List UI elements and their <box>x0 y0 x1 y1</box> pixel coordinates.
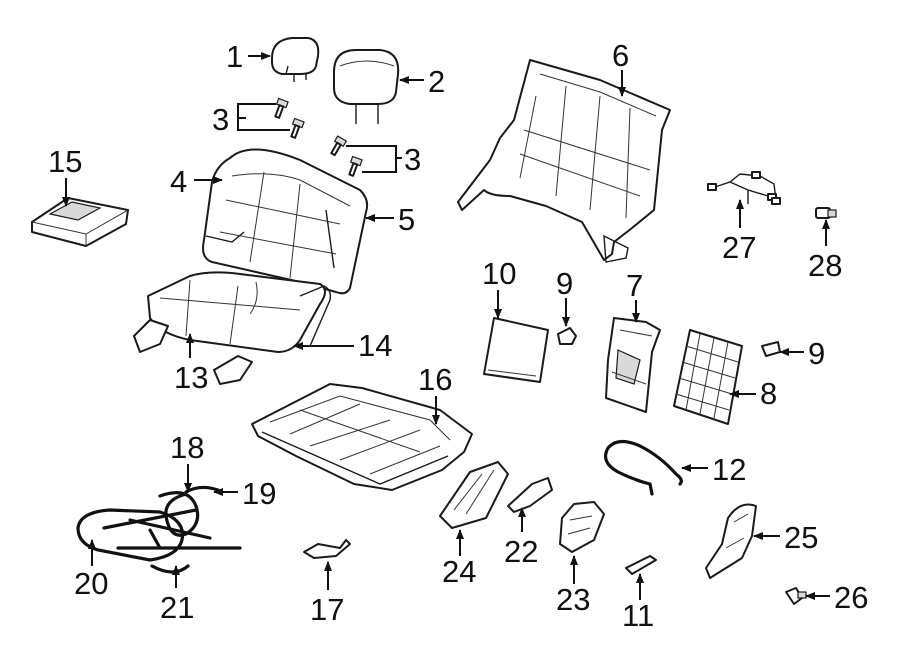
wiring-harness-part[interactable] <box>707 171 781 205</box>
callout-7: 7 <box>626 268 643 303</box>
callout-3-left: 3 <box>212 102 229 137</box>
callout-14: 14 <box>358 328 392 363</box>
bolt-fasteners-part[interactable] <box>273 97 363 177</box>
callout-4: 4 <box>170 164 187 199</box>
callout-1: 1 <box>226 39 243 74</box>
callout-2: 2 <box>428 64 445 99</box>
callout-19: 19 <box>242 476 276 511</box>
side-bolster-part[interactable] <box>605 317 661 413</box>
callout-15: 15 <box>48 144 82 179</box>
clip-bracket-part[interactable] <box>625 555 657 575</box>
callout-5: 5 <box>398 202 415 237</box>
grid-panel-part[interactable] <box>673 329 743 425</box>
seat-cushion-part[interactable] <box>147 271 332 353</box>
callout-9-upper: 9 <box>556 266 573 301</box>
callout-27: 27 <box>722 230 756 265</box>
callout-26: 26 <box>834 580 868 615</box>
hinge-cover-part[interactable] <box>439 461 509 529</box>
callout-24: 24 <box>442 554 476 589</box>
callout-21: 21 <box>160 590 194 625</box>
headrest-small-part[interactable] <box>271 37 320 82</box>
callout-12: 12 <box>712 452 746 487</box>
side-cover-part[interactable] <box>559 501 605 553</box>
small-bracket-part[interactable] <box>303 539 351 559</box>
callout-6: 6 <box>612 38 629 73</box>
callout-10: 10 <box>482 256 516 291</box>
callout-16: 16 <box>418 362 452 397</box>
seat-pan-frame-part[interactable] <box>251 383 473 491</box>
end-cover-part[interactable] <box>705 503 757 579</box>
callout-labels: 1 2 3 3 4 5 6 15 13 14 27 28 10 9 7 9 8 … <box>48 38 868 633</box>
leader-lines <box>62 52 830 600</box>
callout-8: 8 <box>760 376 777 411</box>
clip-part-upper[interactable] <box>557 327 577 345</box>
push-pin-part[interactable] <box>785 587 807 605</box>
callout-23: 23 <box>556 582 590 617</box>
headrest-large-part[interactable] <box>333 49 400 124</box>
connector-part[interactable] <box>815 207 837 219</box>
trim-panel-part[interactable] <box>483 317 549 383</box>
foam-pad-part[interactable] <box>31 197 129 247</box>
seat-bracket-part[interactable] <box>133 319 253 385</box>
callout-18: 18 <box>170 430 204 465</box>
seat-back-frame-part[interactable] <box>457 59 671 263</box>
callout-11: 11 <box>622 598 654 633</box>
callout-25: 25 <box>784 520 818 555</box>
callout-9-right: 9 <box>808 336 825 371</box>
wire-springs-part[interactable] <box>76 485 242 574</box>
seat-back-cover-part[interactable] <box>202 148 369 295</box>
callout-13: 13 <box>174 360 208 395</box>
callout-3-right: 3 <box>404 142 421 177</box>
bracket-small-part[interactable] <box>507 477 553 513</box>
callout-20: 20 <box>74 566 108 601</box>
callout-22: 22 <box>504 534 538 569</box>
callout-28: 28 <box>808 248 842 283</box>
callout-17: 17 <box>310 592 344 627</box>
wire-loop-part[interactable] <box>604 439 683 496</box>
clip-part-right[interactable] <box>761 341 781 357</box>
